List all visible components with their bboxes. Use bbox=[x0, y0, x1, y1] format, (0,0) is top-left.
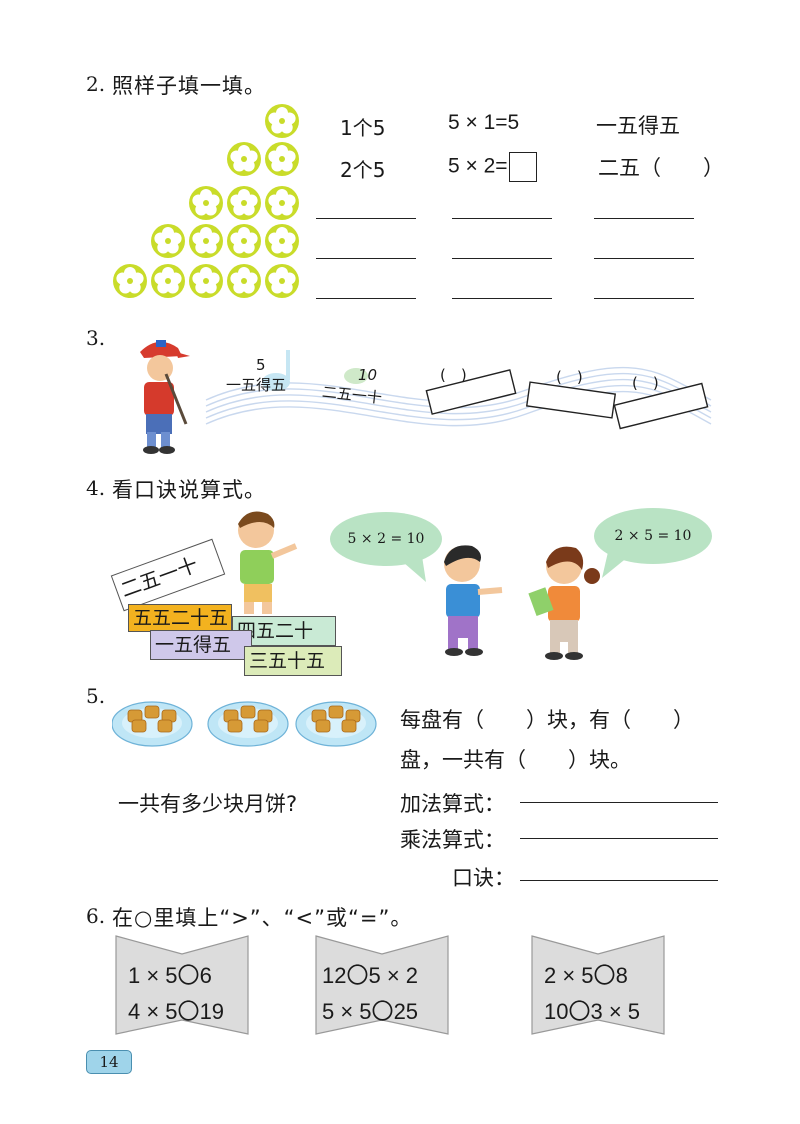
compare-panel-2-row1: 12〇5 × 2 bbox=[322, 958, 418, 990]
mooncake-plates-figure bbox=[112, 701, 377, 747]
compare-panel-1-row2: 4 × 5〇19 bbox=[128, 994, 224, 1026]
compare-circle[interactable]: 〇 bbox=[568, 999, 591, 1024]
q4-number: 4. bbox=[86, 476, 106, 500]
staff-number-2: 10 bbox=[358, 366, 378, 384]
compare-circle[interactable]: 〇 bbox=[177, 999, 200, 1024]
q4-title: 看口诀说算式。 bbox=[112, 478, 266, 502]
expr-left: 2 × 5 bbox=[544, 963, 594, 988]
bubble-tail bbox=[396, 556, 426, 582]
q2-row1-rhyme: 一五得五 bbox=[596, 114, 680, 138]
boy-flute-illustration bbox=[140, 340, 190, 454]
answer-line[interactable] bbox=[594, 218, 694, 219]
flower-icon bbox=[227, 142, 261, 176]
q5-rhyme-label: 口诀： bbox=[452, 866, 515, 890]
rhyme-card: 三五十五 bbox=[244, 646, 342, 676]
compare-circle[interactable]: 〇 bbox=[177, 963, 200, 988]
flower-triangle-figure bbox=[113, 104, 299, 298]
q5-add-label: 加法算式： bbox=[400, 792, 505, 816]
q2-row1-equation: 5 × 1=5 bbox=[448, 111, 520, 134]
q2-row1-count: 1个5 bbox=[340, 116, 386, 140]
expr-left: 12 bbox=[322, 963, 347, 988]
q2-row2-equation-wrap: 5 × 2= bbox=[448, 152, 537, 182]
q5-mul-label: 乘法算式： bbox=[400, 828, 505, 852]
music-staff-figure bbox=[205, 350, 712, 430]
q2-row2-equation: 5 × 2= bbox=[448, 154, 508, 178]
page-number-badge: 14 bbox=[86, 1050, 132, 1074]
staff-paren-1[interactable]: ( ) bbox=[440, 366, 467, 384]
staff-rhyme-1: 一五得五 bbox=[226, 376, 287, 394]
bubble-tail bbox=[602, 552, 634, 578]
q6-number: 6. bbox=[86, 904, 106, 928]
compare-panel-3-row2: 10〇3 × 5 bbox=[544, 994, 640, 1026]
boy-holding-card-illustration bbox=[238, 511, 298, 614]
rhyme-card: 一五得五 bbox=[150, 630, 252, 660]
speech-bubble-left: 5 × 2 = 10 bbox=[330, 512, 442, 566]
answer-line[interactable] bbox=[316, 258, 416, 259]
mul-answer-line[interactable] bbox=[520, 838, 718, 839]
q3-number: 3. bbox=[86, 326, 106, 350]
expr-right: 25 bbox=[393, 999, 419, 1024]
compare-circle[interactable]: 〇 bbox=[346, 963, 369, 988]
answer-line[interactable] bbox=[452, 258, 552, 259]
compare-panel-3-row1: 2 × 5〇8 bbox=[544, 958, 628, 990]
boy-illustration bbox=[444, 545, 503, 656]
rhyme-card: 二五一十 bbox=[110, 538, 226, 612]
answer-line[interactable] bbox=[594, 298, 694, 299]
rhyme-answer-line[interactable] bbox=[520, 880, 718, 881]
compare-circle[interactable]: 〇 bbox=[371, 999, 394, 1024]
staff-paren-2[interactable]: ( ) bbox=[556, 368, 583, 386]
flower-icon bbox=[265, 104, 299, 138]
add-answer-line[interactable] bbox=[520, 802, 718, 803]
q5-number: 5. bbox=[86, 684, 106, 708]
expr-left: 5 × 5 bbox=[322, 999, 372, 1024]
q5-line2: 盘，一共有（ ）块。 bbox=[400, 748, 631, 772]
flower-icon bbox=[265, 142, 299, 176]
expr-right: 3 × 5 bbox=[590, 999, 641, 1024]
q2-title: 照样子填一填。 bbox=[112, 74, 266, 98]
q2-number: 2. bbox=[86, 72, 106, 96]
expr-left: 4 × 5 bbox=[128, 999, 178, 1024]
expr-right: 8 bbox=[615, 963, 628, 988]
compare-panel-1-row1: 1 × 5〇6 bbox=[128, 958, 212, 990]
staff-number-1: 5 bbox=[256, 356, 266, 374]
answer-line[interactable] bbox=[316, 218, 416, 219]
q5-question: 一共有多少块月饼? bbox=[118, 792, 298, 816]
compare-panel-2-row2: 5 × 5〇25 bbox=[322, 994, 418, 1026]
rhyme-card: 四五二十 bbox=[232, 616, 336, 646]
compare-circle[interactable]: 〇 bbox=[593, 963, 616, 988]
girl-illustration bbox=[528, 546, 600, 660]
answer-line[interactable] bbox=[316, 298, 416, 299]
answer-line[interactable] bbox=[452, 218, 552, 219]
expr-right: 5 × 2 bbox=[368, 963, 419, 988]
q2-row2-rhyme: 二五（ ） bbox=[598, 156, 724, 180]
answer-line[interactable] bbox=[594, 258, 694, 259]
answer-line[interactable] bbox=[452, 298, 552, 299]
q6-title: 在○里填上“>”、“<”或“=”。 bbox=[112, 906, 413, 930]
q5-line1: 每盘有（ ）块，有（ ） bbox=[400, 708, 694, 732]
expr-left: 1 × 5 bbox=[128, 963, 178, 988]
expr-right: 6 bbox=[199, 963, 212, 988]
expr-left: 10 bbox=[544, 999, 569, 1024]
rhyme-card: 五五二十五 bbox=[128, 604, 232, 632]
q2-row2-count: 2个5 bbox=[340, 158, 386, 182]
expr-right: 19 bbox=[199, 999, 225, 1024]
answer-box[interactable] bbox=[508, 152, 537, 182]
staff-paren-3[interactable]: ( ) bbox=[632, 374, 659, 392]
